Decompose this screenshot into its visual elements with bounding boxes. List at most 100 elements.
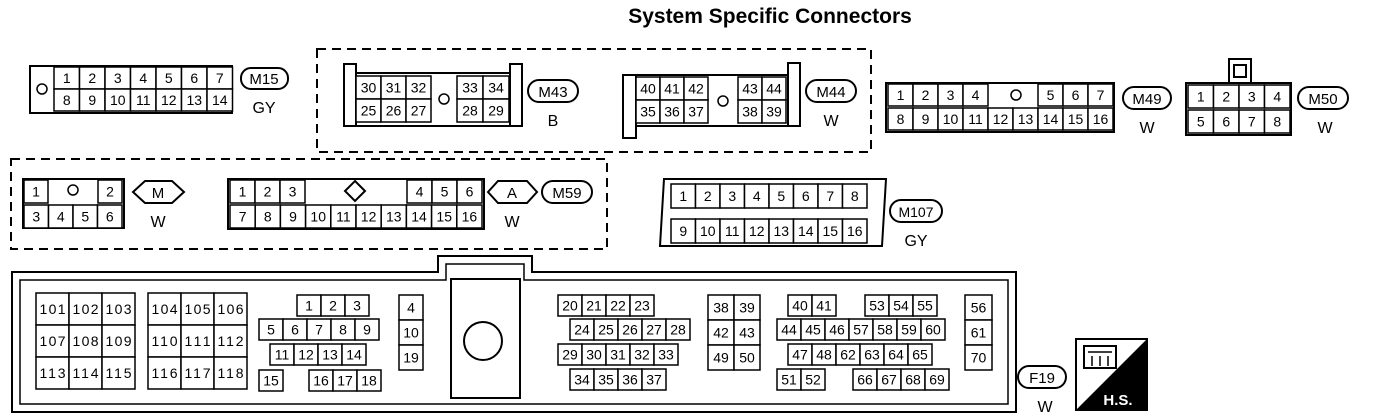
pin-cell: 109 xyxy=(101,324,136,358)
pin-number: 7 xyxy=(1248,114,1256,130)
pin-cell: 68 xyxy=(900,368,926,391)
pin-cell: 60 xyxy=(920,318,946,341)
pin-cell: 45 xyxy=(800,318,826,341)
pin-box xyxy=(641,368,667,391)
pin-cell: 2 xyxy=(78,66,106,90)
pin-cell: 6 xyxy=(792,183,819,209)
pin-number: 43 xyxy=(739,325,755,341)
pin-box xyxy=(96,204,123,229)
pin-number: 10 xyxy=(943,111,959,127)
pin-number: 3 xyxy=(728,188,736,204)
connector-id-badge xyxy=(527,79,579,103)
pin-box xyxy=(405,98,432,123)
pin-box xyxy=(147,324,182,358)
connector-id: M50 xyxy=(1308,91,1337,108)
pin-cell: 7 xyxy=(306,318,332,341)
connector-id-badge xyxy=(1017,365,1067,389)
pin-box xyxy=(101,356,136,390)
pin-number: 9 xyxy=(679,223,687,239)
pin-number: 101 xyxy=(40,301,66,317)
pin-number: 4 xyxy=(407,300,415,316)
pin-number: 7 xyxy=(239,209,247,225)
pin-cell: 1 xyxy=(296,294,322,317)
pin-number: 7 xyxy=(826,188,834,204)
pin-cell: 15 xyxy=(258,369,284,392)
pin-box xyxy=(629,294,655,317)
pin-cell: 16 xyxy=(841,218,868,244)
pin-number: 45 xyxy=(805,322,821,338)
pin-number: 6 xyxy=(1222,114,1230,130)
connector-id-badge xyxy=(1122,86,1172,110)
pin-cell: 21 xyxy=(581,294,607,317)
pin-cell: 19 xyxy=(398,344,424,371)
pin-number: 4 xyxy=(416,184,424,200)
pin-box xyxy=(258,369,284,392)
pin-box xyxy=(800,368,826,391)
pin-number: 4 xyxy=(972,87,980,103)
pin-cell: 13 xyxy=(180,88,208,112)
pin-cell: 34 xyxy=(569,368,595,391)
pin-box xyxy=(817,183,844,209)
pin-cell: 107 xyxy=(35,324,70,358)
pin-cell: 10 xyxy=(937,107,964,131)
pin-cell: 11 xyxy=(330,204,357,229)
pin-cell: 59 xyxy=(896,318,922,341)
pin-box xyxy=(907,343,933,366)
pin-number: 3 xyxy=(32,209,40,225)
connector-m107-housing xyxy=(658,178,888,247)
pin-cell: 3 xyxy=(1238,84,1266,109)
pin-number: 3 xyxy=(289,184,297,200)
connector-side-label: A xyxy=(507,185,517,202)
pin-box xyxy=(665,318,691,341)
pin-cell: 30 xyxy=(581,343,607,366)
pin-cell: 9 xyxy=(354,318,380,341)
pin-number: 60 xyxy=(925,322,941,338)
pin-cell: 14 xyxy=(341,343,367,366)
pin-number: 11 xyxy=(275,347,290,363)
pin-cell: 12 xyxy=(987,107,1014,131)
pin-number: 104 xyxy=(152,301,178,317)
pin-cell: 40 xyxy=(787,294,813,317)
pin-number: 4 xyxy=(57,209,65,225)
pin-number: 109 xyxy=(106,333,132,349)
pin-box xyxy=(1087,107,1114,131)
pin-number: 54 xyxy=(893,298,909,314)
connector-f19-tag: F19 W xyxy=(1017,365,1067,416)
connector-id: M15 xyxy=(249,71,278,88)
pin-cell: 52 xyxy=(800,368,826,391)
connector-id-badge xyxy=(541,180,593,204)
pin-number: 70 xyxy=(971,350,987,366)
pin-cell: 30 xyxy=(355,75,382,100)
pin-number: 10 xyxy=(110,92,126,108)
pin-number: 115 xyxy=(106,365,132,381)
pin-box xyxy=(683,99,709,124)
connector-m43-tag: M43 B xyxy=(527,79,579,130)
pin-cell: 116 xyxy=(147,356,182,390)
pin-cell: 108 xyxy=(68,324,103,358)
pin-cell: 39 xyxy=(733,294,761,321)
pin-cell: 10 xyxy=(104,88,132,112)
locating-hole xyxy=(1010,89,1022,101)
pin-box xyxy=(761,99,787,124)
pin-cell: 3 xyxy=(104,66,132,90)
pin-cell: 42 xyxy=(707,319,735,346)
pin-number: 38 xyxy=(742,104,758,120)
pin-number: 5 xyxy=(441,184,449,200)
pin-number: 69 xyxy=(929,372,945,388)
pin-number: 4 xyxy=(139,70,147,86)
pin-number: 1 xyxy=(63,70,71,86)
pin-cell: 8 xyxy=(1263,109,1291,134)
pin-number: 110 xyxy=(152,333,178,349)
pin-number: 15 xyxy=(822,223,838,239)
pin-number: 33 xyxy=(658,347,674,363)
pin-cell: 11 xyxy=(129,88,157,112)
locating-hole xyxy=(717,95,729,107)
pin-box xyxy=(964,344,993,371)
pin-number: 32 xyxy=(411,80,427,96)
pin-cell: 51 xyxy=(776,368,802,391)
pin-cell: 3 xyxy=(23,204,50,229)
pin-box xyxy=(694,183,721,209)
